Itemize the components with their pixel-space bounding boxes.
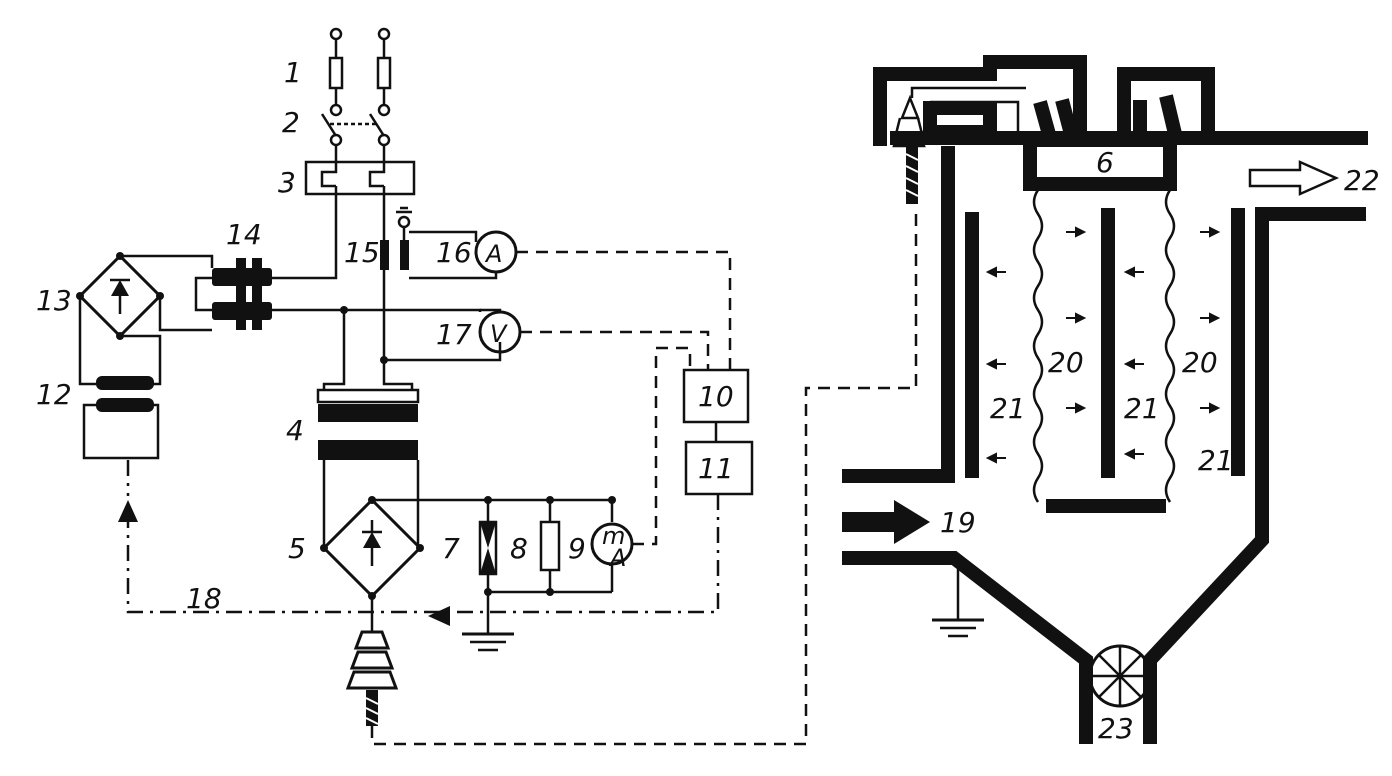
voltmeter: V	[478, 310, 522, 354]
hv-transformer	[316, 388, 420, 548]
label-1: 1	[284, 56, 302, 89]
gas-inlet-arrow	[842, 500, 930, 544]
rotary-valve	[1088, 644, 1152, 708]
label-10: 10	[698, 380, 734, 413]
label-12: 12	[36, 378, 72, 411]
fuse-pair	[328, 27, 392, 117]
label-16: 16	[436, 236, 472, 269]
label-21-mid: 21	[1124, 392, 1160, 425]
label-19: 19	[940, 506, 976, 539]
milliammeter-symbol-top: m	[602, 522, 625, 550]
label-13: 13	[36, 284, 72, 317]
top-insulator	[892, 86, 1026, 204]
vessel-ground	[932, 562, 984, 638]
control-bridge	[76, 252, 214, 386]
label-6: 6	[1096, 146, 1114, 179]
label-23: 23	[1098, 712, 1134, 745]
label-14: 14	[226, 218, 262, 251]
motor-drive	[82, 376, 160, 460]
label-22: 22	[1344, 164, 1380, 197]
label-18: 18	[186, 582, 222, 615]
precipitator-vessel	[842, 55, 1368, 744]
label-20-right: 20	[1182, 346, 1218, 379]
ammeter-symbol: A	[484, 240, 502, 268]
label-11: 11	[698, 452, 734, 485]
regulating-choke	[194, 258, 272, 330]
label-9: 9	[568, 532, 586, 565]
gas-outlet-arrow	[1248, 160, 1340, 196]
contactor-block	[304, 160, 416, 196]
current-transformer	[380, 206, 498, 280]
resistor	[539, 500, 561, 592]
milliammeter: m A	[590, 522, 634, 592]
label-5: 5	[288, 532, 306, 565]
label-8: 8	[510, 532, 528, 565]
feedback-line	[118, 460, 720, 626]
label-20-left: 20	[1048, 346, 1084, 379]
callout-labels: 1 2 3 4 5 6 7 8 9 10 11 12 13 14 15 16 1…	[36, 56, 1380, 745]
ammeter: A	[474, 230, 518, 274]
label-2: 2	[282, 106, 300, 139]
label-15: 15	[344, 236, 380, 269]
hv-bushing	[345, 210, 918, 746]
label-21-right: 21	[1198, 444, 1234, 477]
label-3: 3	[278, 166, 296, 199]
label-21-left: 21	[990, 392, 1026, 425]
electrical-circuit: A V	[76, 27, 918, 746]
spark-gap	[478, 500, 498, 592]
switch	[320, 113, 391, 162]
label-17: 17	[436, 318, 472, 351]
ion-arrows	[985, 226, 1221, 464]
label-7: 7	[442, 532, 460, 565]
hv-rectifier	[320, 496, 424, 600]
voltmeter-symbol: V	[490, 320, 508, 348]
ground-symbol	[462, 592, 514, 652]
label-4: 4	[286, 414, 304, 447]
